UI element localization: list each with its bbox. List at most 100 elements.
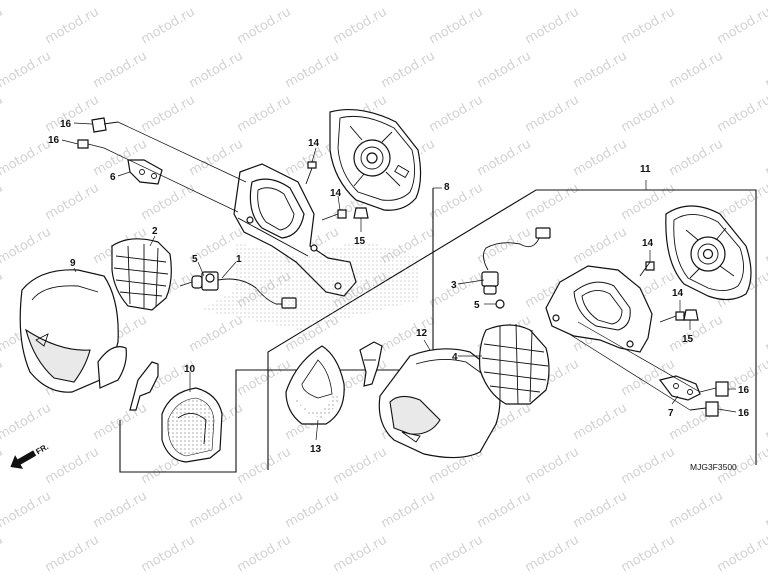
- callout-14: 14: [642, 238, 654, 249]
- mirror-glass-left: [329, 108, 422, 211]
- watermark-text: motod.ru: [43, 181, 102, 224]
- watermark-text: motod.ru: [91, 49, 150, 92]
- bracket-7-right: [658, 375, 701, 401]
- watermark-text: motod.ru: [235, 445, 294, 488]
- callout-12: 12: [416, 328, 428, 339]
- bolt-16-upper-right: [699, 381, 729, 397]
- grommet-15-left: [353, 207, 369, 219]
- watermark-text: motod.ru: [571, 49, 630, 92]
- watermark-text: motod.ru: [283, 0, 342, 3]
- watermark-text: motod.ru: [475, 49, 534, 92]
- washer-5-right: [495, 299, 505, 309]
- watermark-text: motod.ru: [43, 445, 102, 488]
- leader-bolt-to-bracket: [117, 121, 247, 183]
- watermark-text: motod.ru: [187, 49, 246, 92]
- watermark-text: motod.ru: [427, 533, 486, 576]
- watermark-text: motod.ru: [0, 401, 54, 444]
- watermark-text: motod.ru: [667, 489, 726, 532]
- callout-1: 1: [236, 254, 242, 265]
- screw-14-left-lower: [321, 209, 347, 221]
- callout-6: 6: [110, 172, 116, 183]
- left-group-frame: [119, 188, 434, 473]
- callout-5: 5: [474, 300, 480, 311]
- bolt-16-lower-right: [689, 401, 719, 417]
- watermark-text: motod.ru: [0, 93, 6, 136]
- watermark-text: motod.ru: [379, 0, 438, 3]
- watermark-text: motod.ru: [283, 489, 342, 532]
- front-direction-label: FR.: [34, 442, 50, 456]
- mirror-bracket-right: [545, 265, 653, 353]
- watermark-text: motod.ru: [475, 0, 534, 3]
- watermark-text: motod.ru: [763, 225, 768, 268]
- watermark-text: motod.ru: [571, 137, 630, 180]
- watermark-text: motod.ru: [523, 533, 582, 576]
- watermark-text: motod.ru: [0, 0, 54, 3]
- mirror-cover-left: [19, 269, 127, 393]
- watermark-text: motod.ru: [0, 137, 54, 180]
- bolt-16-lower-left: [77, 139, 105, 149]
- watermark-text: motod.ru: [763, 137, 768, 180]
- watermark-text: motod.ru: [619, 93, 678, 136]
- watermark-text: motod.ru: [235, 93, 294, 136]
- mirror-cover-right: [378, 348, 501, 459]
- grommet-15-right: [683, 309, 699, 321]
- callout-16: 16: [60, 119, 72, 130]
- callout-16: 16: [738, 408, 750, 419]
- watermark-text: motod.ru: [571, 0, 630, 3]
- watermark-text: motod.ru: [0, 489, 54, 532]
- mirror-lens-13: [285, 345, 345, 425]
- screw-14-right-upper: [639, 261, 655, 277]
- watermark-text: motod.ru: [0, 357, 6, 400]
- watermark-text: motod.ru: [379, 489, 438, 532]
- socket-harness-right: [481, 227, 551, 295]
- callout-9: 9: [70, 258, 76, 269]
- watermark-text: motod.ru: [0, 269, 6, 312]
- callout-7: 7: [668, 408, 674, 419]
- watermark-text: motod.ru: [667, 137, 726, 180]
- turn-signal-lens-left: [111, 238, 172, 311]
- mirror-glass-right: [665, 205, 752, 301]
- callout-16: 16: [48, 135, 60, 146]
- watermark-text: motod.ru: [91, 489, 150, 532]
- watermark-text: motod.ru: [43, 93, 102, 136]
- watermark-text: motod.ru: [763, 0, 768, 3]
- callout-16: 16: [738, 385, 750, 396]
- watermark-text: motod.ru: [763, 313, 768, 356]
- watermark-text: motod.ru: [43, 533, 102, 576]
- watermark-text: motod.ru: [91, 0, 150, 3]
- watermark-text: motod.ru: [619, 445, 678, 488]
- watermark-text: motod.ru: [0, 445, 6, 488]
- watermark-text: motod.ru: [763, 401, 768, 444]
- watermark-text: motod.ru: [0, 5, 6, 48]
- leader-lines: [61, 122, 737, 441]
- watermark-text: motod.ru: [331, 445, 390, 488]
- screw-14-left-upper: [305, 161, 317, 185]
- watermark-text: motod.ru: [379, 49, 438, 92]
- watermark-text: motod.ru: [187, 489, 246, 532]
- watermark-text: motod.ru: [0, 533, 6, 576]
- callout-labels: 16 16 6 2 5 1 9 10 14 14 15 8 11 3 5 12 …: [48, 119, 750, 455]
- watermark-text: motod.ru: [523, 181, 582, 224]
- watermark-text: motod.ru: [139, 533, 198, 576]
- watermark-text: motod.ru: [283, 49, 342, 92]
- bolt-16-upper-left: [91, 117, 119, 133]
- bracket-left-lower: [129, 361, 159, 411]
- watermark-text: motod.ru: [235, 533, 294, 576]
- watermark-text: motod.ru: [763, 49, 768, 92]
- turn-signal-lens-right: [479, 323, 550, 405]
- watermark-text: motod.ru: [667, 0, 726, 3]
- right-group-frame: [267, 189, 757, 470]
- callout-10: 10: [184, 364, 196, 375]
- screw-14-right-lower: [659, 311, 685, 323]
- watermark-text: motod.ru: [523, 5, 582, 48]
- washer-5-left: [205, 273, 215, 283]
- callout-13: 13: [310, 444, 322, 455]
- callout-4: 4: [452, 352, 458, 363]
- watermark-text: motod.ru: [523, 445, 582, 488]
- watermark-text: motod.ru: [523, 93, 582, 136]
- callout-5: 5: [192, 254, 198, 265]
- watermark-text: motod.ru: [379, 313, 438, 356]
- watermark-text: motod.ru: [0, 181, 6, 224]
